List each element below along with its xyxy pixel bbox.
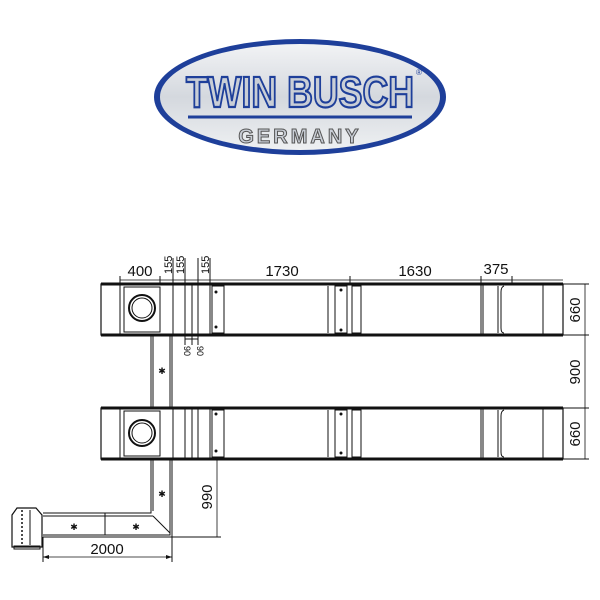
dim-990: 990 — [199, 484, 216, 509]
hose-marker-icon: ✱ — [158, 489, 166, 499]
hose-marker-icon: ✱ — [70, 522, 78, 532]
bottom-post-housing — [123, 410, 161, 457]
dim-1730: 1730 — [265, 263, 298, 280]
top-runway — [100, 282, 564, 337]
twin-busch-logo: TWIN BUSCH ® GERMANY — [154, 39, 446, 155]
dim-375: 375 — [483, 261, 508, 278]
dim-660-top: 660 — [567, 297, 584, 322]
lower-dimension-lines — [42, 459, 221, 562]
top-dimension-lines — [119, 258, 563, 345]
dim-400: 400 — [127, 263, 152, 280]
dim-900: 900 — [567, 359, 584, 384]
dim-2000: 2000 — [90, 541, 123, 558]
logo-subtitle: GERMANY — [238, 126, 361, 148]
hose-channel-vertical: ✱ — [150, 335, 173, 408]
logo-registered-mark: ® — [416, 68, 422, 77]
hose-channel-lower: ✱ ✱ ✱ — [43, 459, 173, 538]
hose-marker-icon: ✱ — [158, 366, 166, 376]
bottom-post-cylinder-icon — [128, 419, 156, 447]
dim-1630: 1630 — [398, 263, 431, 280]
hose-marker-icon: ✱ — [132, 522, 140, 532]
dim-155-a: 155 — [163, 256, 175, 274]
dim-660-bottom: 660 — [567, 421, 584, 446]
bottom-runway — [100, 406, 564, 461]
top-post-cylinder-icon — [128, 294, 156, 322]
control-unit-icon — [11, 507, 43, 550]
dim-90-a: 90 — [182, 346, 192, 356]
logo-brand-text: TWIN BUSCH — [186, 68, 414, 117]
dim-90-b: 90 — [195, 346, 205, 356]
logo-oval-silver — [160, 44, 440, 150]
top-post-housing — [123, 286, 161, 333]
dim-155-b: 155 — [175, 256, 187, 274]
right-dimension-lines — [563, 283, 589, 460]
dim-155-c: 155 — [200, 256, 212, 274]
